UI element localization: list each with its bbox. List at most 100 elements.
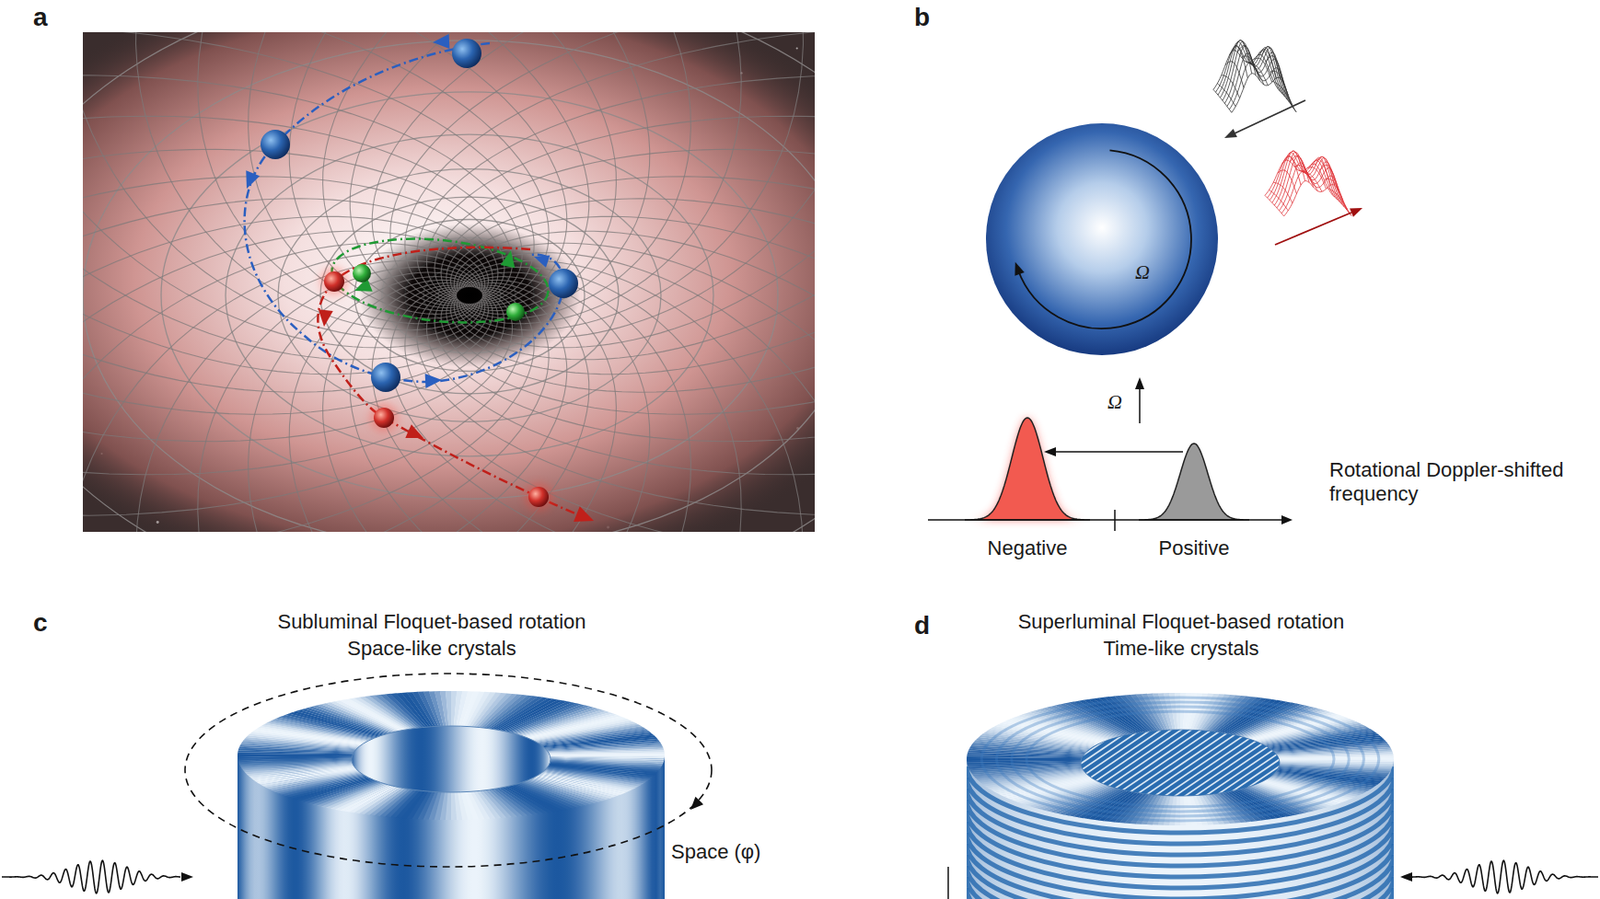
mesh-line bbox=[1269, 152, 1337, 201]
mesh-line bbox=[1267, 155, 1335, 198]
hole-stripes bbox=[892, 718, 1468, 806]
grid-spiral bbox=[82, 176, 499, 513]
diagonal-stripe bbox=[1247, 718, 1377, 806]
grid-spiral bbox=[456, 243, 815, 533]
mesh-line bbox=[1284, 181, 1352, 217]
time-stripe bbox=[966, 866, 1394, 899]
grid-spiral bbox=[82, 287, 549, 533]
grid-spiral bbox=[390, 287, 815, 533]
mesh-line bbox=[1217, 41, 1283, 95]
arrow-head bbox=[1281, 515, 1293, 525]
grid-spiral bbox=[82, 75, 522, 302]
grid-spiral bbox=[461, 260, 804, 533]
grid-spiral bbox=[82, 32, 590, 309]
panel-title: Subluminal Floquet-based rotation bbox=[277, 610, 586, 635]
grid-spiral bbox=[82, 32, 483, 348]
red-particle bbox=[373, 407, 395, 429]
mesh-line bbox=[1224, 46, 1289, 104]
diagonal-stripe bbox=[1217, 718, 1346, 806]
positive-peak bbox=[1138, 443, 1250, 521]
diagonal-stripe bbox=[963, 718, 1093, 806]
diagonal-stripe bbox=[984, 718, 1114, 806]
grid-ring bbox=[82, 32, 815, 533]
diagonal-stripe bbox=[953, 718, 1083, 806]
diagonal-stripe bbox=[1166, 718, 1296, 806]
mesh-arrow bbox=[1234, 100, 1306, 134]
grid-spiral bbox=[82, 78, 499, 415]
black-hole-illustration bbox=[82, 32, 815, 533]
mesh-line bbox=[1276, 156, 1345, 209]
doppler-illustration bbox=[927, 40, 1363, 532]
arrow-head bbox=[533, 255, 550, 267]
mesh-line bbox=[1216, 45, 1281, 93]
outgoing-wave-mesh bbox=[1213, 40, 1297, 114]
star bbox=[796, 46, 799, 49]
arrow-head bbox=[405, 424, 424, 439]
grid-spiral bbox=[140, 32, 650, 314]
diagonal-stripe bbox=[1125, 718, 1255, 806]
arrow-head bbox=[1400, 872, 1413, 882]
sphere-body bbox=[985, 123, 1218, 356]
green-particle bbox=[352, 264, 372, 283]
grid-ring bbox=[320, 197, 619, 395]
panel-letter: a bbox=[33, 1, 48, 34]
frequency-axis bbox=[927, 519, 1284, 522]
diagonal-stripe bbox=[1277, 718, 1407, 806]
zero-tick bbox=[1113, 510, 1116, 532]
rotating-sphere: Ω bbox=[985, 122, 1219, 357]
diagonal-stripe bbox=[1298, 718, 1427, 806]
grid-ring bbox=[449, 281, 490, 309]
grid-ring bbox=[82, 32, 815, 533]
grid-spiral bbox=[82, 290, 513, 475]
arrow-head bbox=[245, 170, 260, 189]
mesh-line bbox=[1231, 73, 1297, 114]
mesh-arrow bbox=[1275, 212, 1352, 245]
diagonal-stripe bbox=[1186, 718, 1316, 806]
grid-spiral bbox=[453, 231, 815, 533]
grid-ring bbox=[354, 220, 585, 372]
grid-spiral bbox=[463, 32, 742, 325]
blue-particle bbox=[452, 38, 482, 69]
panel-title: Superluminal Floquet-based rotation bbox=[1018, 610, 1345, 635]
time-stripe bbox=[966, 844, 1394, 899]
blue-particle bbox=[260, 129, 290, 160]
diagonal-stripe bbox=[903, 718, 1032, 806]
grid-ring bbox=[82, 32, 815, 533]
top-ring bbox=[1026, 711, 1334, 808]
grid-spiral bbox=[82, 185, 505, 441]
incoming-wave-mesh bbox=[1264, 150, 1352, 217]
panel-subtitle: Time-like crystals bbox=[1102, 637, 1259, 661]
mesh-line bbox=[1274, 152, 1342, 207]
panel-letter: b bbox=[914, 1, 930, 34]
red-particle bbox=[528, 486, 549, 508]
cylinder-top bbox=[237, 691, 665, 821]
shift-arrow bbox=[1055, 451, 1183, 453]
diagonal-stripe bbox=[1176, 718, 1306, 806]
panel-subtitle: Space-like crystals bbox=[347, 637, 516, 661]
arrow-head bbox=[1014, 262, 1024, 277]
omega-label: Ω bbox=[1107, 390, 1123, 415]
top-ring bbox=[981, 697, 1380, 822]
diagonal-stripe bbox=[923, 718, 1053, 806]
peak-label: Positive bbox=[1158, 536, 1229, 561]
grid-spiral bbox=[405, 289, 815, 533]
negative-glow bbox=[964, 417, 1090, 521]
grid-ring bbox=[161, 92, 778, 499]
arrow-head bbox=[500, 250, 516, 268]
subluminal-cylinder bbox=[1, 673, 712, 899]
diagonal-stripe bbox=[1287, 718, 1417, 806]
arrow-head bbox=[573, 506, 594, 522]
top-ring bbox=[1011, 707, 1350, 812]
arrow-head bbox=[181, 872, 194, 882]
omega-arrow bbox=[1138, 388, 1141, 424]
grid-spiral bbox=[453, 32, 815, 360]
arrow-head bbox=[1224, 128, 1238, 139]
diagonal-stripe bbox=[1156, 718, 1286, 806]
grid-ring bbox=[423, 265, 516, 326]
cylinder-top bbox=[966, 693, 1394, 826]
mesh-line bbox=[1281, 171, 1349, 214]
arrow-head bbox=[690, 797, 704, 811]
time-stripe bbox=[966, 877, 1394, 899]
